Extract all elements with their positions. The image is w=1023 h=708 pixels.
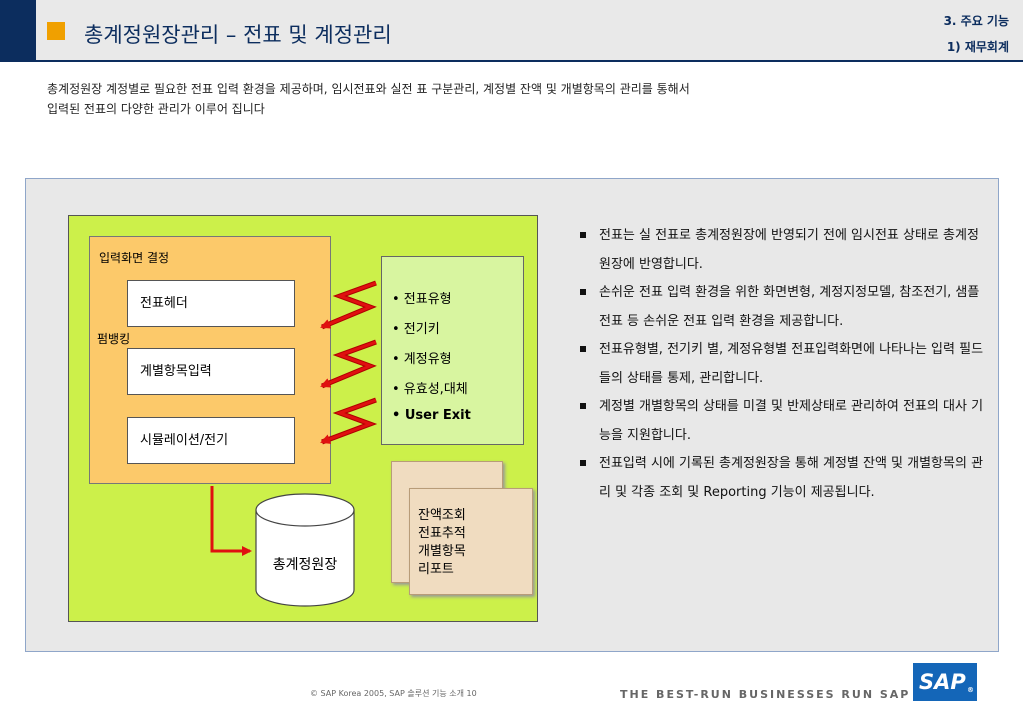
bullet-item: 계정별 개별항목의 상태를 미결 및 반제상태로 관리하여 전표의 대사 기능을… (576, 393, 986, 450)
ledger-cylinder (255, 493, 355, 607)
lightning-arrow-2 (320, 339, 377, 389)
ledger-label: 총계정원장 (272, 557, 338, 573)
simulation-posting-box: 시뮬레이션/전기 (127, 417, 295, 464)
report-paper-front (409, 488, 533, 595)
intro-text: 총계정원장 계정별로 필요한 전표 입력 환경을 제공하며, 임시전표와 실전 … (47, 79, 690, 119)
input-screen-label: 입력화면 결정 (99, 251, 170, 265)
sap-logo-text: SAP (919, 670, 966, 694)
bullet-item: 전표는 실 전표로 총계정원장에 반영되기 전에 임시전표 상태로 총계정원장에… (576, 222, 986, 279)
header-bar: 총계정원장관리 – 전표 및 계정관리 3. 주요 기능 1) 재무회계 (0, 0, 1023, 62)
subsection-label: 1) 재무회계 (946, 40, 1009, 54)
bullet-item: 전표입력 시에 기록된 총계정원장을 통해 계정별 잔액 및 개별항목의 관리 … (576, 450, 986, 507)
criteria-posting-key: • 전기키 (392, 322, 440, 337)
report-reports: 리포트 (418, 562, 454, 577)
criteria-list: • 전표유형 • 전기키 • 계정유형 • 유효성,대체 • User Exit (392, 288, 471, 438)
sap-slogan: THE BEST-RUN BUSINESSES RUN SAP (620, 688, 911, 701)
intro-line-2: 입력된 전표의 다양한 관리가 이루어 집니다 (47, 102, 265, 116)
header-divider (0, 60, 1023, 62)
intro-line-1: 총계정원장 계정별로 필요한 전표 입력 환경을 제공하며, 임시전표와 실전 … (47, 82, 690, 96)
page-title: 총계정원장관리 – 전표 및 계정관리 (84, 23, 392, 47)
header-orange-square (47, 22, 65, 40)
criteria-validation-substitution: • 유효성,대체 (392, 382, 468, 397)
sap-logo: SAP ® (913, 663, 977, 701)
control-criteria-box: • 전표유형 • 전기키 • 계정유형 • 유효성,대체 • User Exit (381, 256, 524, 445)
bullet-item: 전표유형별, 전기키 별, 계정유형별 전표입력화면에 나타나는 입력 필드들의… (576, 336, 986, 393)
lightning-arrow-3 (320, 397, 378, 445)
bullet-item: 손쉬운 전표 입력 환경을 위한 화면변형, 계정지정모델, 참조전기, 샘플전… (576, 279, 986, 336)
line-item-box: 계별항목입력 (127, 348, 295, 395)
fieldstatus-label: 펌뱅킹 (97, 332, 131, 346)
section-label: 3. 주요 기능 (943, 14, 1009, 28)
criteria-user-exit: • User Exit (392, 408, 471, 423)
doc-header-box: 전표헤더 (127, 280, 295, 327)
criteria-doc-type: • 전표유형 (392, 292, 452, 307)
report-line-items: 개별항목 (418, 544, 466, 559)
lightning-arrow-1 (320, 280, 377, 330)
report-balance: 잔액조회 (418, 508, 466, 523)
registered-mark: ® (967, 686, 974, 694)
report-doc-tracking: 전표추적 (418, 526, 466, 541)
feature-bullet-list: 전표는 실 전표로 총계정원장에 반영되기 전에 임시전표 상태로 총계정원장에… (576, 222, 986, 507)
criteria-account-type: • 계정유형 (392, 352, 452, 367)
report-list: 잔액조회 전표추적 개별항목 리포트 (418, 507, 466, 579)
copyright-footer: © SAP Korea 2005, SAP 솔루션 기능 소개 10 (310, 689, 477, 698)
header-navy-block (0, 0, 36, 62)
ledger-arrow (210, 486, 252, 556)
